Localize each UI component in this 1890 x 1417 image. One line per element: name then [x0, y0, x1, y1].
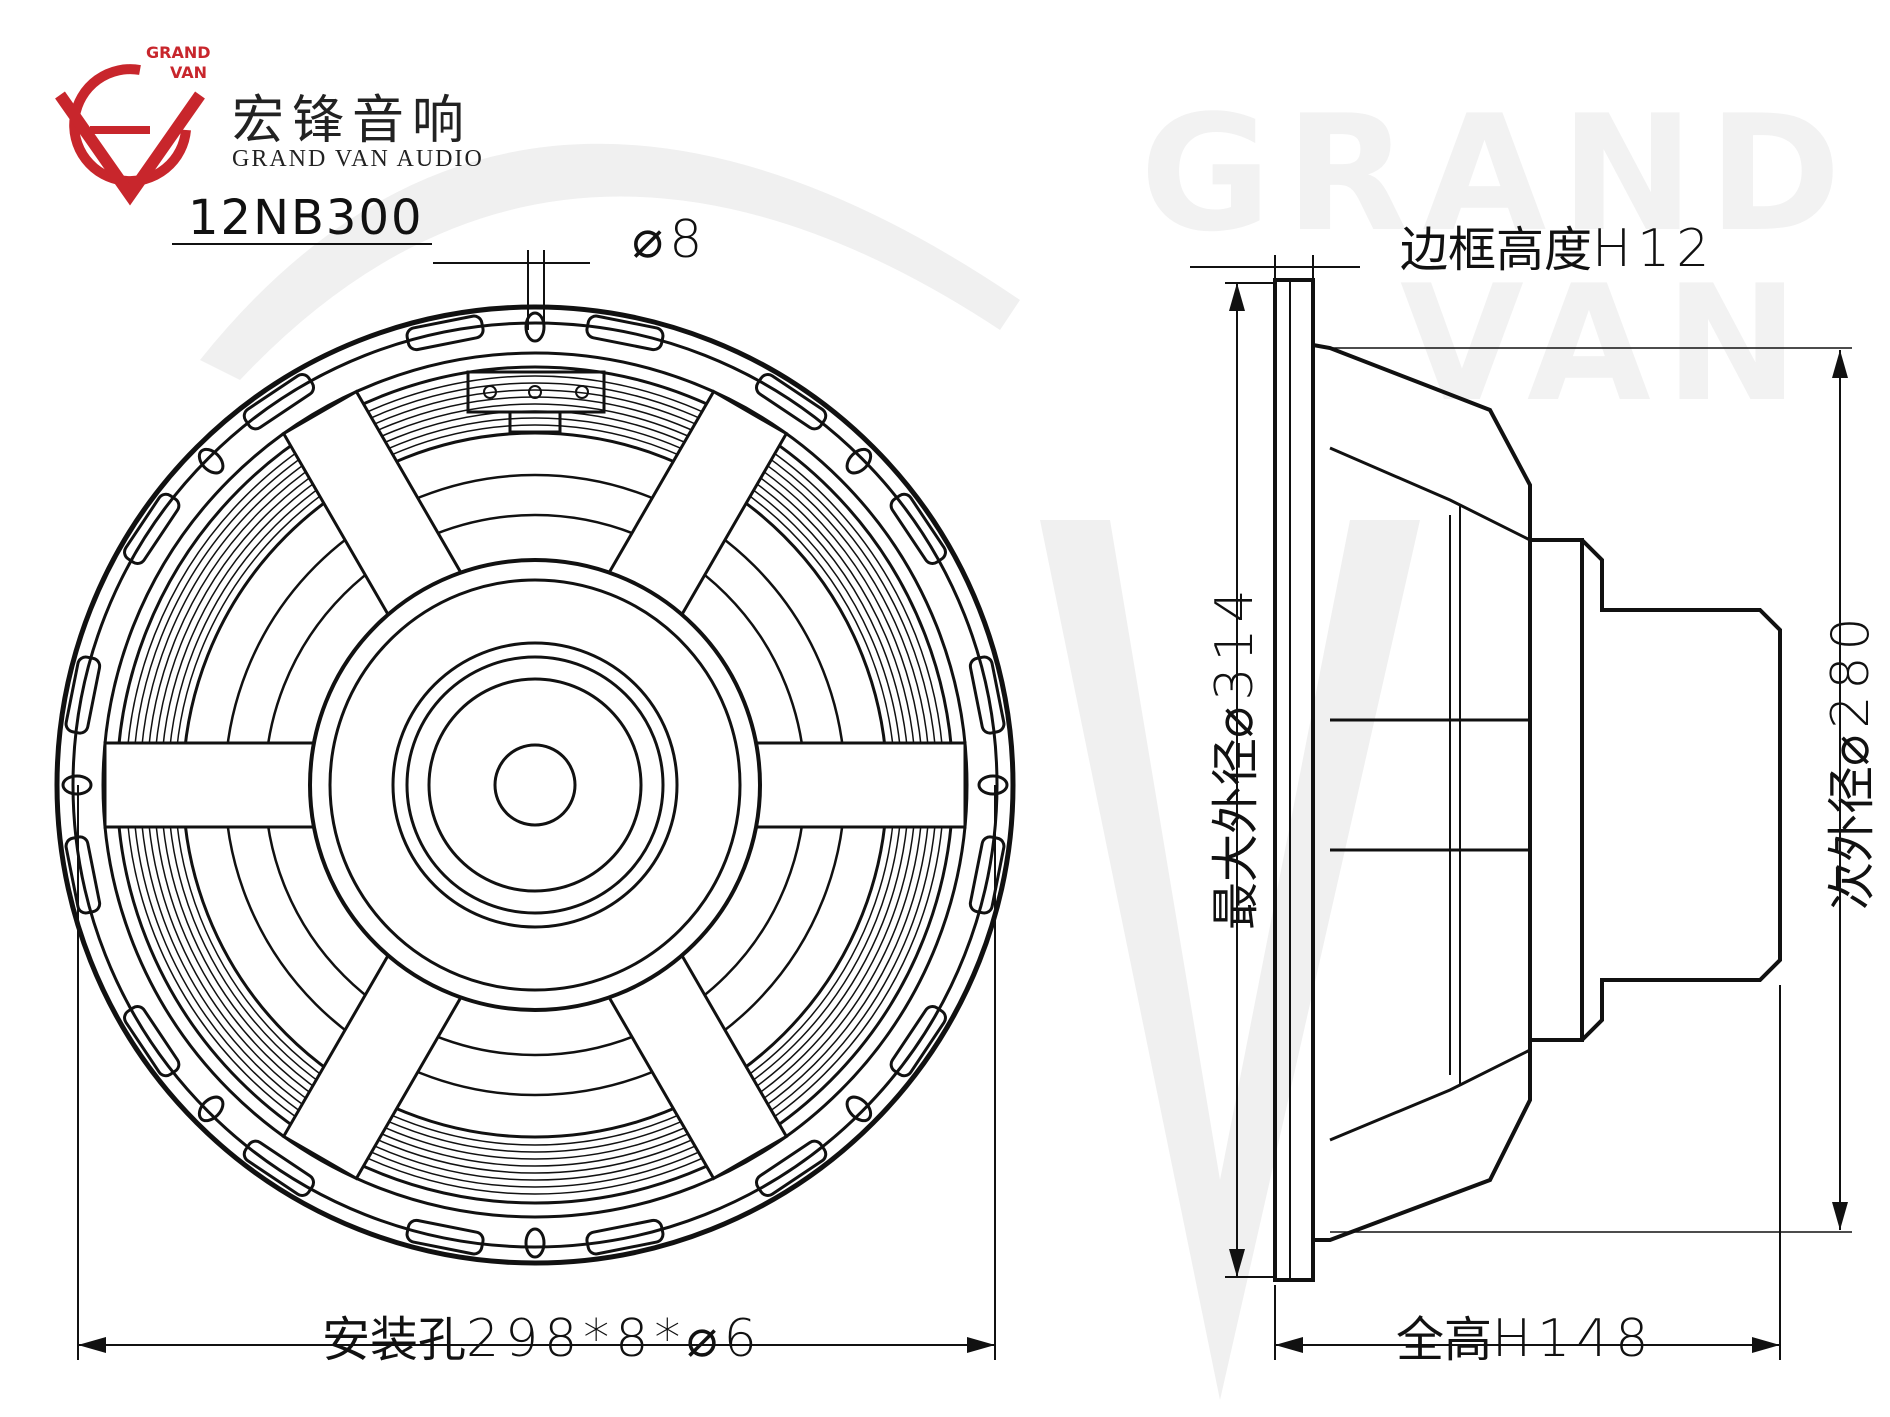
arrow-up	[1832, 350, 1848, 378]
secondary-outer-diameter-label: 次外径⌀280	[1812, 611, 1882, 910]
total-height-value: H148	[1492, 1309, 1655, 1369]
frame-slot	[123, 492, 181, 565]
frame-slot	[64, 655, 102, 735]
frame-height-label: 边框高度H12	[1400, 210, 1715, 280]
frame-slot	[889, 1005, 947, 1078]
arrow-right	[1752, 1337, 1780, 1353]
basket-rib-bottom	[1329, 1048, 1531, 1142]
dust-cap-outer	[308, 558, 762, 1012]
frame-height-value: H12	[1592, 219, 1716, 279]
frame-height-zh: 边框高度	[1400, 222, 1593, 278]
arrow-left	[78, 1337, 106, 1353]
max-outer-zh: 最大外径	[1208, 737, 1264, 930]
frame-slot	[405, 1218, 485, 1256]
logo-ring	[69, 64, 191, 187]
max-outer-diameter-label: 最大外径⌀314	[1196, 583, 1266, 930]
frame-slot	[64, 835, 102, 915]
terminal-screw	[528, 385, 542, 399]
logo-tag-van: VAN	[170, 63, 208, 82]
side-flange	[1273, 278, 1315, 1282]
frame-slot	[585, 1218, 665, 1256]
frame-slot	[405, 314, 485, 352]
frame-slot	[755, 373, 828, 431]
model-number: 12NB300	[188, 190, 424, 246]
voice-coil-ring-3	[427, 677, 643, 893]
frame-slot	[968, 655, 1006, 735]
front-frame-ring	[101, 351, 969, 1219]
mounting-hole	[197, 1095, 225, 1123]
mounting-hole	[977, 774, 1009, 796]
frame-slot	[123, 1005, 181, 1078]
mounting-hole-label: 安装孔298*8*⌀6	[322, 1300, 763, 1370]
watermark-van: VAN	[1400, 250, 1813, 437]
watermark-arc	[200, 143, 1020, 380]
frame-slot	[755, 1139, 828, 1197]
mounting-hole-zh: 安装孔	[322, 1312, 467, 1368]
watermark-v	[1040, 520, 1420, 1400]
mounting-hole	[845, 447, 873, 475]
brand-name-chinese: 宏锋音响	[232, 91, 473, 151]
dust-cap-ring	[328, 578, 742, 992]
arrow-up	[1229, 283, 1245, 311]
front-outer-rim	[54, 304, 1016, 1266]
arrow-down	[1229, 1249, 1245, 1277]
arrow-down	[1832, 1202, 1848, 1230]
hole-diameter-label: ⌀8	[632, 210, 709, 270]
center-pole	[493, 743, 577, 827]
logo-tag-grand: GRAND	[146, 43, 211, 62]
frame-slot	[242, 373, 315, 431]
mounting-hole	[197, 447, 225, 475]
terminal-tab	[508, 410, 562, 434]
frame-slot	[889, 492, 947, 565]
logo-v-mark	[55, 91, 205, 206]
frame-slot	[242, 1139, 315, 1197]
basket-rib-top	[1329, 446, 1531, 542]
total-height-label: 全高H148	[1396, 1300, 1654, 1370]
mounting-hole	[524, 1227, 546, 1259]
max-outer-value: ⌀314	[1205, 583, 1265, 738]
frame-slot	[585, 314, 665, 352]
voice-coil-ring-2	[405, 655, 665, 915]
voice-coil-ring-1	[391, 641, 679, 929]
mounting-hole-value: 298*8*⌀6	[466, 1309, 763, 1369]
terminal-screw	[575, 385, 589, 399]
total-height-zh: 全高	[1396, 1312, 1493, 1368]
arrow-left	[1275, 1337, 1303, 1353]
magnet-plate	[1528, 538, 1584, 1042]
mounting-hole	[845, 1095, 873, 1123]
magnet-body	[1580, 538, 1782, 1042]
arrow-right	[967, 1337, 995, 1353]
front-rim-inner	[71, 321, 999, 1249]
watermark-grand: GRAND	[1140, 80, 1856, 267]
terminal-screw	[483, 385, 497, 399]
secondary-outer-value: ⌀280	[1821, 611, 1881, 766]
secondary-outer-zh: 次外径	[1824, 765, 1880, 910]
brand-name-english: GRAND VAN AUDIO	[232, 146, 484, 172]
